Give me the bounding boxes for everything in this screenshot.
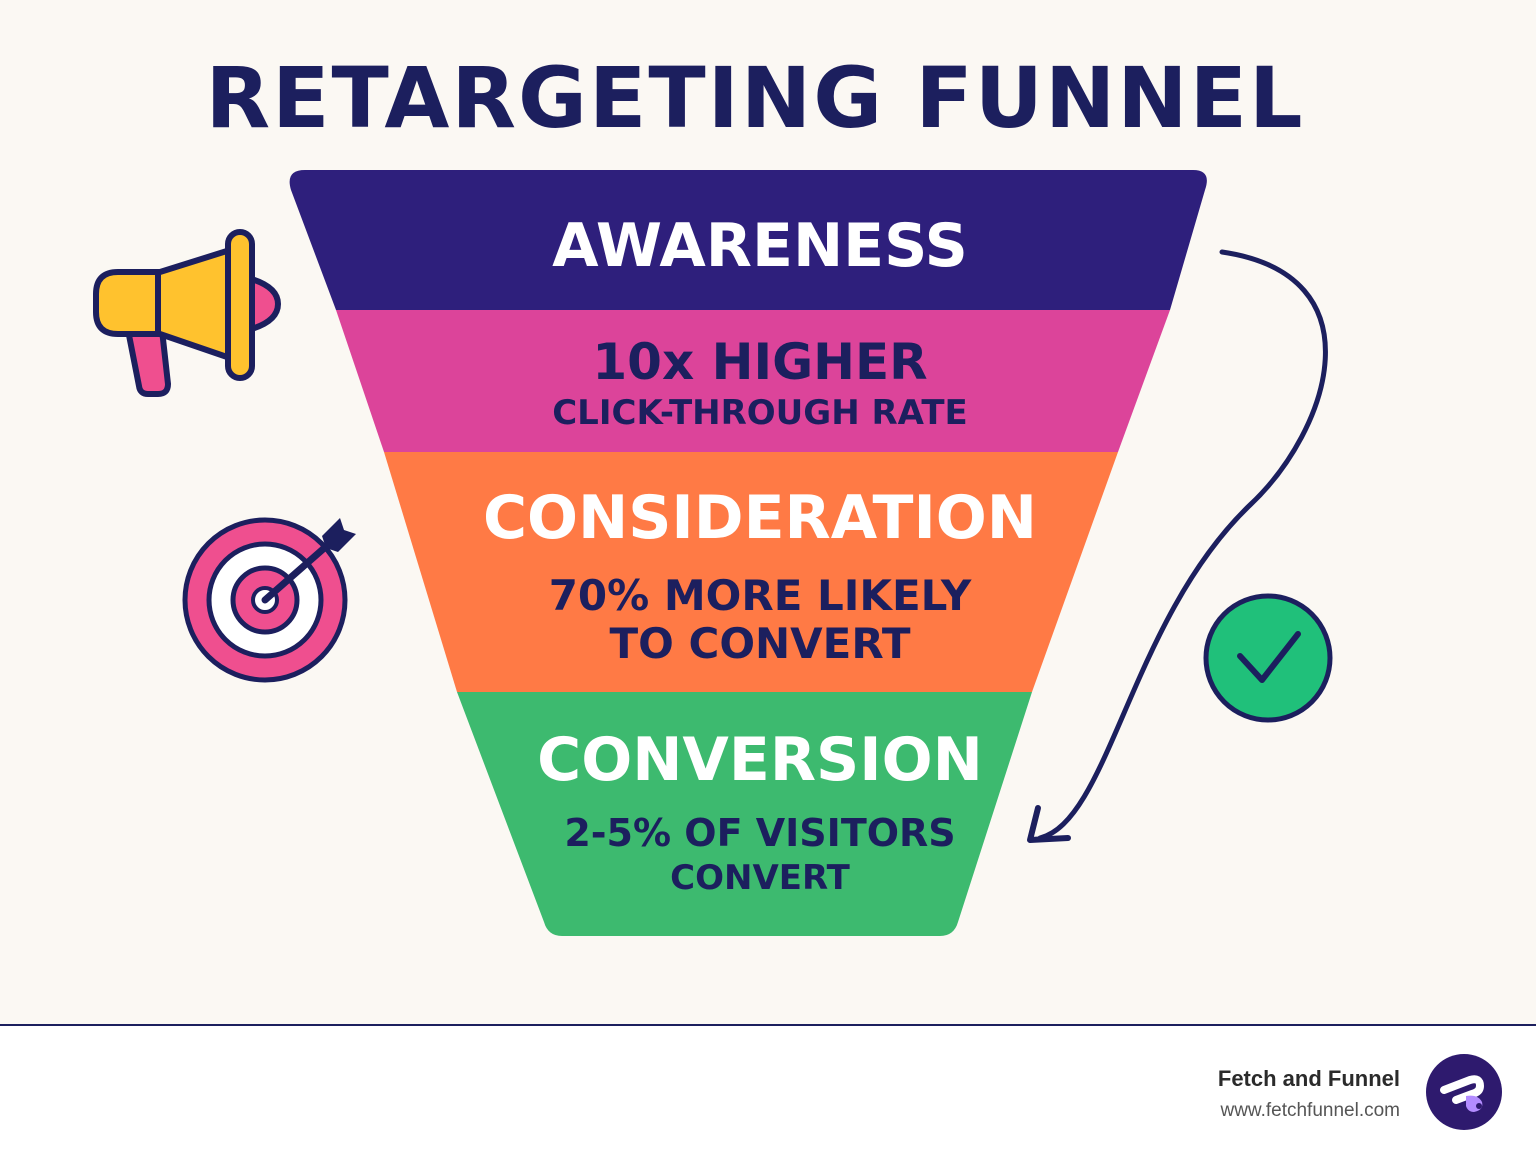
stat-conversion-line2: CONVERT (670, 858, 850, 898)
funnel-band-click-through (336, 310, 1170, 452)
brand-logo-icon (1426, 1054, 1502, 1130)
funnel-band-conversion (457, 692, 1032, 936)
stat-consideration-line2: TO CONVERT (609, 619, 911, 668)
brand-name: Fetch and Funnel (1217, 1066, 1400, 1091)
funnel-band-awareness (289, 170, 1207, 310)
target-icon (182, 517, 356, 683)
stat-consideration-line1: 70% MORE LIKELY (548, 571, 972, 620)
funnel-diagram (93, 170, 1333, 936)
stage-label-awareness: AWARENESS (552, 211, 968, 281)
megaphone-icon (93, 229, 281, 397)
funnel-band-consideration (384, 452, 1118, 692)
stat-click-through-line1: 10x HIGHER (592, 333, 928, 391)
curved-arrow-icon (1027, 249, 1328, 843)
checkmark-icon (1203, 593, 1333, 723)
brand-url[interactable]: www.fetchfunnel.com (1220, 1100, 1400, 1121)
stage-label-consideration: CONSIDERATION (482, 483, 1038, 553)
page-title: RETARGETING FUNNEL (205, 49, 1305, 147)
stat-conversion-line1: 2-5% OF VISITORS (564, 811, 956, 855)
footer: Fetch and Funnel www.fetchfunnel.com (0, 1024, 1536, 1154)
stage-label-conversion: CONVERSION (537, 725, 983, 795)
stat-click-through-line2: CLICK-THROUGH RATE (552, 393, 968, 433)
